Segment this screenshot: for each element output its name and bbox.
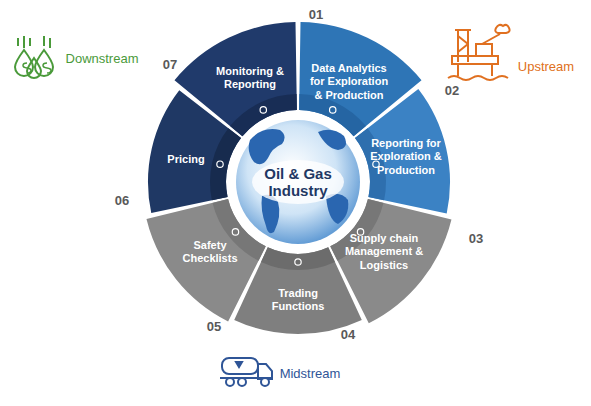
callout-number: 05 — [207, 319, 221, 334]
segment-label: Data Analytics for Exploration & Product… — [306, 62, 392, 102]
globe — [236, 120, 360, 244]
region-label: Upstream — [518, 59, 574, 74]
segment-label: Reporting for Exploration & Production — [367, 137, 445, 177]
callout-number: 04 — [341, 327, 355, 342]
continent — [249, 129, 285, 164]
band-icon — [217, 161, 223, 167]
band-icon — [232, 229, 238, 235]
callout-number: 01 — [309, 7, 323, 22]
band-icon — [295, 259, 301, 265]
continent — [326, 194, 348, 224]
region-label: Downstream — [66, 51, 139, 66]
globe-ring — [233, 117, 363, 247]
segment-label: Trading Functions — [258, 287, 338, 313]
midstream-icon — [220, 358, 272, 386]
callout-number: 03 — [469, 231, 483, 246]
band-icon — [260, 107, 266, 113]
continent — [318, 130, 346, 150]
segment-inner-band — [261, 247, 335, 270]
segment-label: Pricing — [151, 153, 221, 166]
region-label: Midstream — [280, 366, 341, 381]
band-icon — [330, 107, 336, 113]
segment-fill — [355, 89, 450, 213]
callout-number: 06 — [115, 193, 129, 208]
center-title: Oil & Gas Industry — [250, 165, 346, 200]
segment-label: Safety Checklists — [171, 239, 249, 265]
segment-fill — [174, 22, 296, 136]
upstream-icon — [448, 25, 510, 80]
downstream-icon — [15, 36, 53, 78]
callout-number: 02 — [445, 83, 459, 98]
center-globe: Oil & Gas Industry — [232, 116, 364, 248]
segment-label: Monitoring & Reporting — [209, 65, 291, 91]
callout-number: 07 — [163, 57, 177, 72]
segment-box: Reporting for Exploration & Production — [353, 88, 451, 215]
segment-label: Supply chain Management & Logistics — [342, 232, 426, 272]
